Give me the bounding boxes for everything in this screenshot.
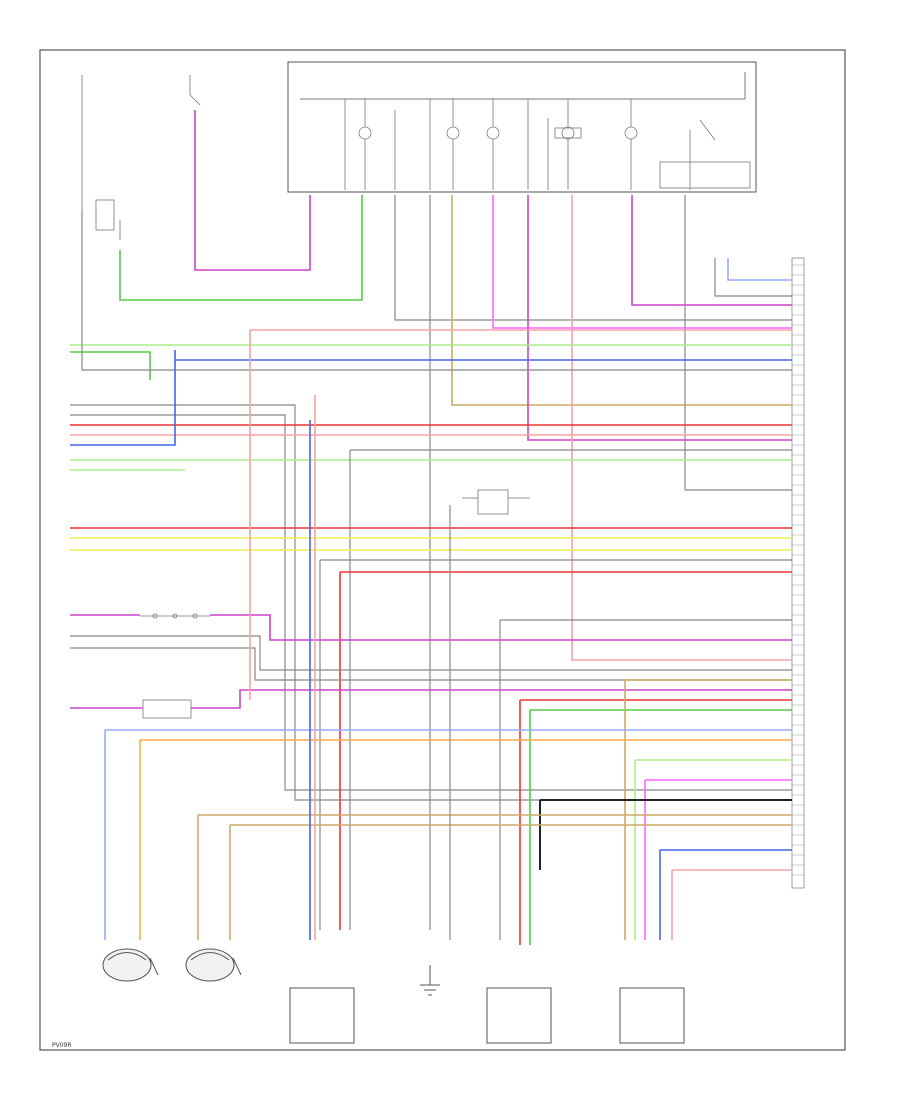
wire (451, 195, 792, 406)
bottom-components (102, 948, 685, 1044)
wire (714, 258, 792, 297)
meter-lamp-group (344, 99, 716, 190)
wire (194, 110, 311, 271)
wire (70, 360, 176, 446)
wire (394, 195, 792, 321)
wire (571, 195, 792, 661)
module-box-c (619, 987, 685, 1044)
lamp-icon (358, 126, 372, 140)
module-box-b (486, 987, 552, 1044)
wire (191, 689, 792, 709)
right-rear-speed-sensor-icon (102, 948, 159, 982)
ecm-connector-pins (792, 264, 804, 876)
module-box-a (289, 987, 355, 1044)
combination-meter-box (287, 61, 757, 193)
left-rear-speed-sensor-icon (185, 948, 242, 982)
wire (70, 635, 792, 671)
wire (174, 350, 792, 361)
wire (527, 195, 792, 441)
wire (70, 647, 792, 681)
ecm-connector-strip (791, 257, 805, 889)
inline-resistor-box (142, 699, 192, 719)
lamp-icon (561, 126, 575, 140)
wire (70, 351, 151, 380)
lamp-icon (446, 126, 460, 140)
wire (119, 195, 363, 301)
wire (210, 614, 792, 641)
ground-symbol-icon (420, 965, 440, 996)
wire (631, 195, 792, 306)
page-id: PV09R (52, 1042, 72, 1049)
center-relay (462, 489, 530, 515)
wire (492, 195, 792, 329)
speedometer-block (659, 161, 751, 189)
wire (70, 414, 792, 791)
wire (727, 258, 792, 281)
inline-connector-mark (140, 613, 210, 619)
wire-group (70, 110, 792, 945)
lamp-icon (624, 126, 638, 140)
left-top-components (81, 75, 201, 240)
diagram-border (39, 49, 846, 1051)
wire (81, 210, 792, 371)
lamp-icon (486, 126, 500, 140)
